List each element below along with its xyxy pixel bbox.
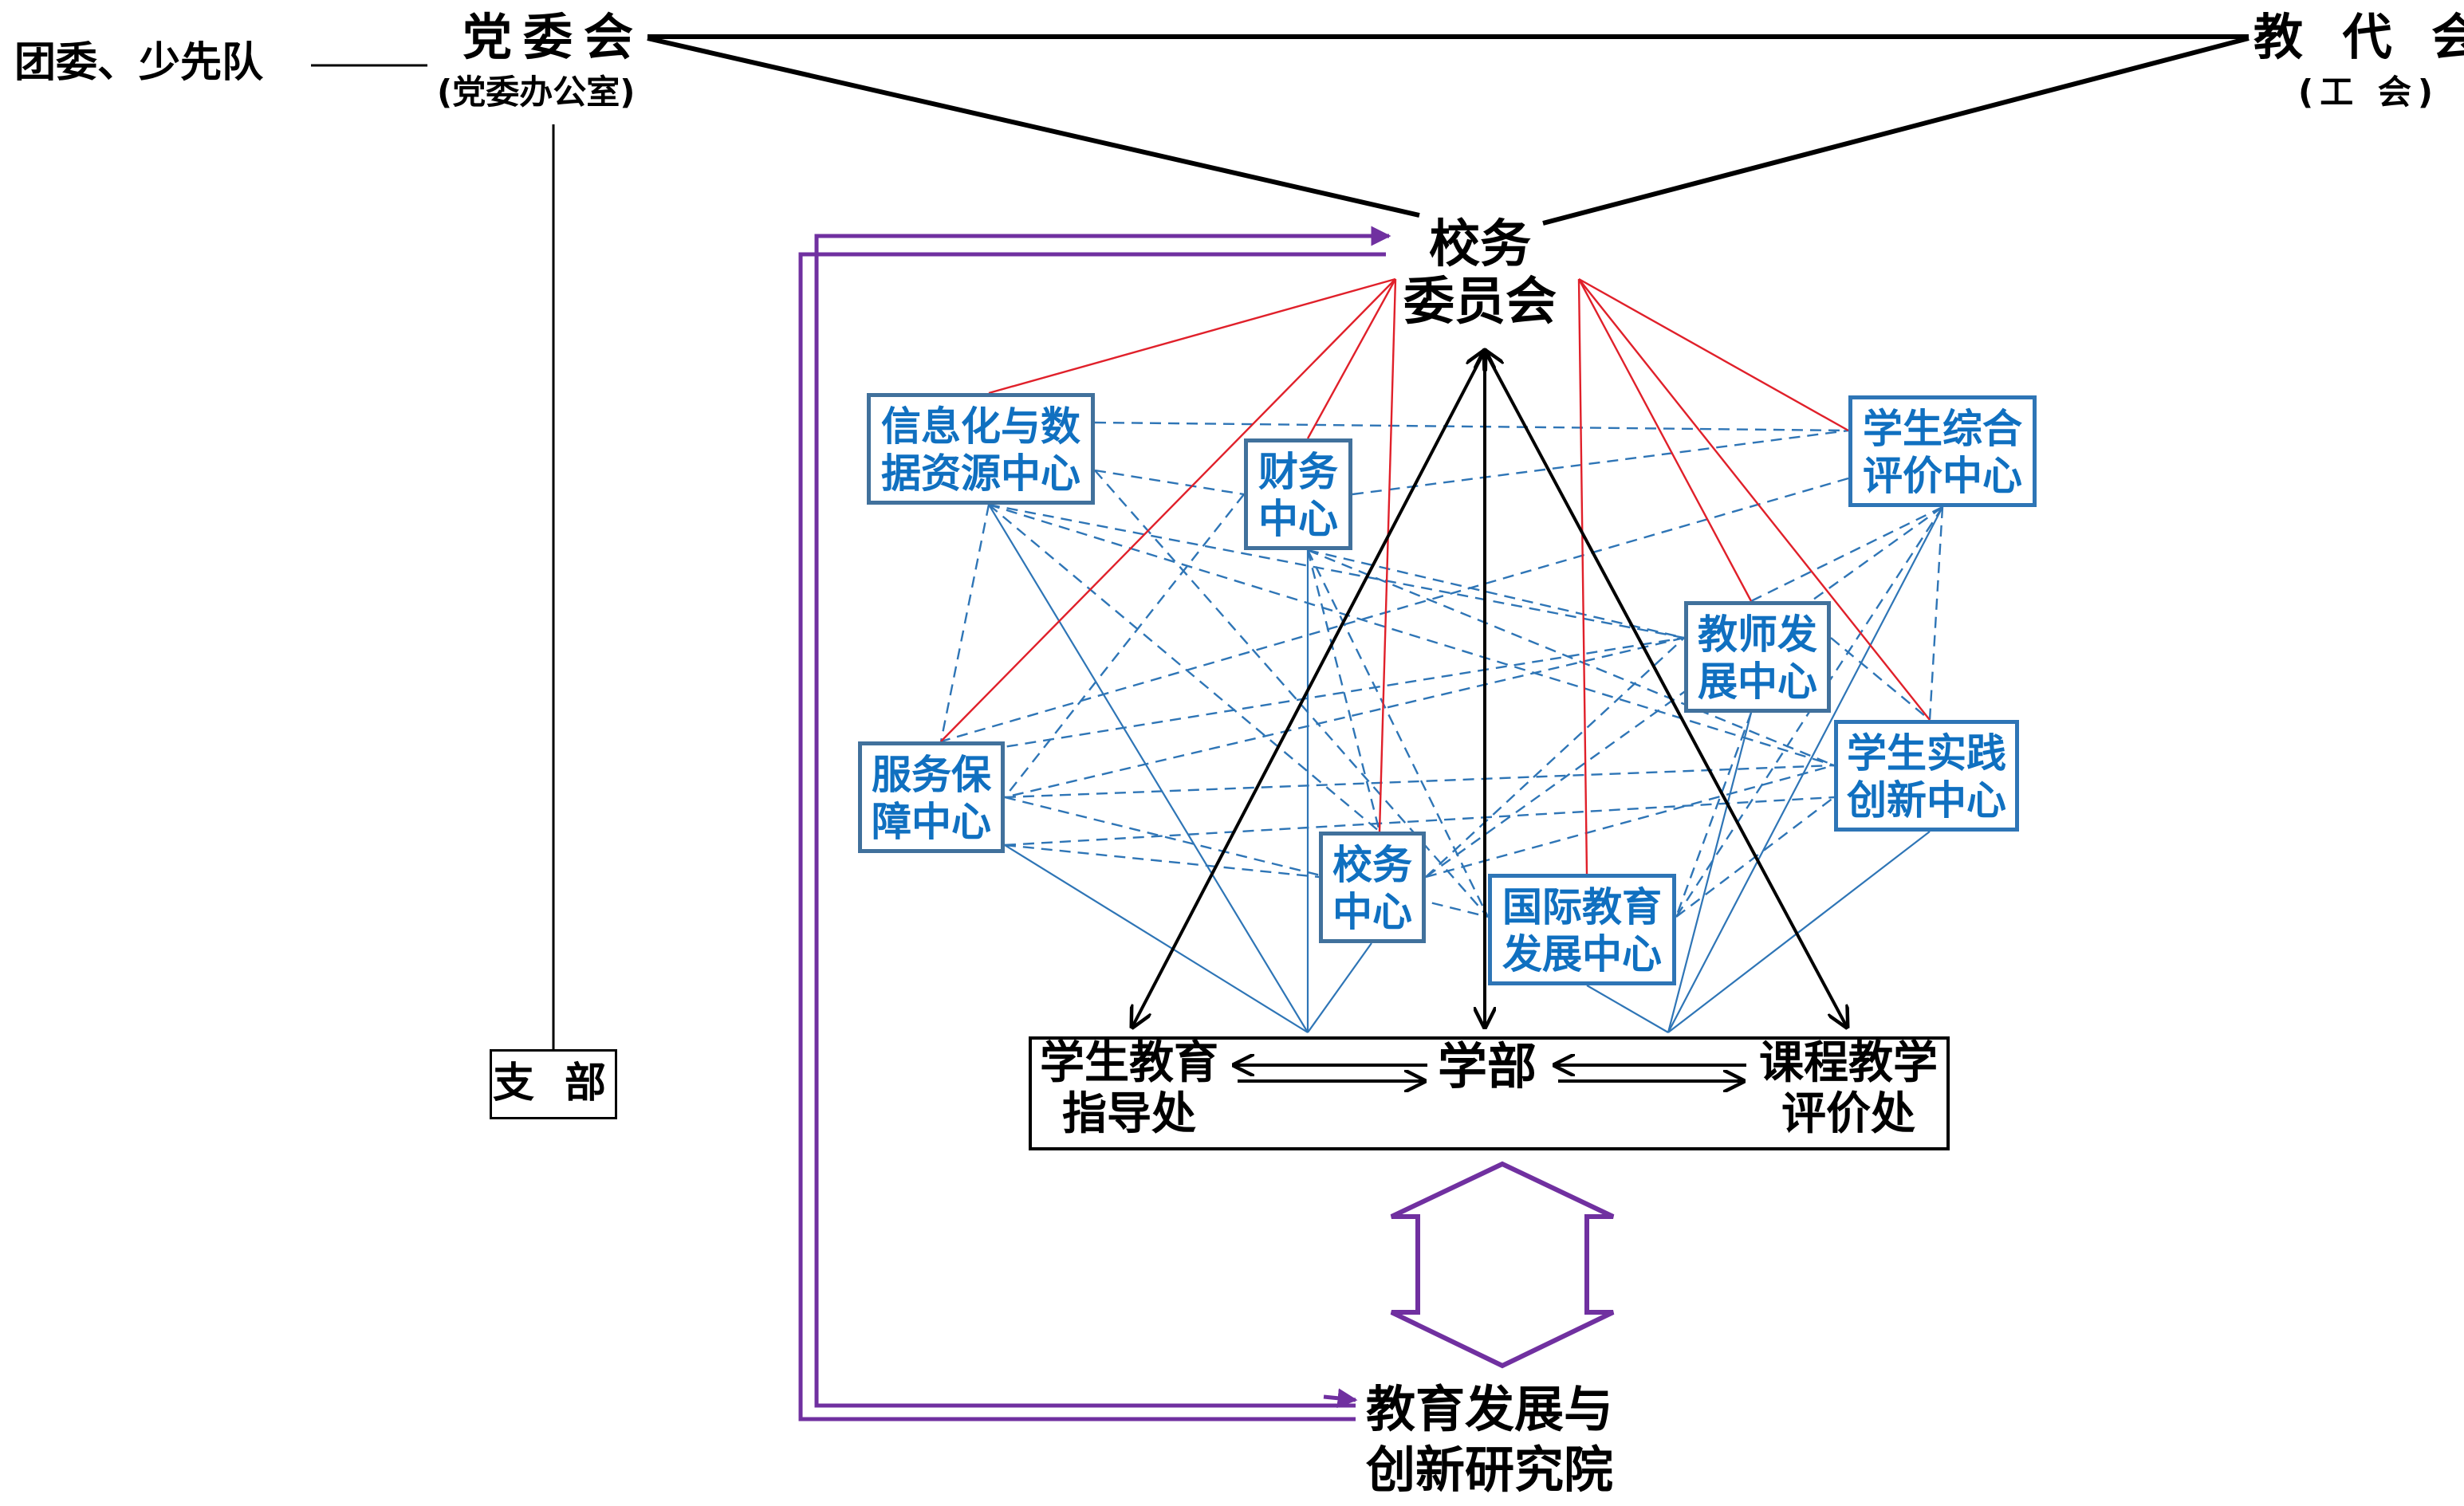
party-committee-link (647, 36, 1420, 218)
center-line: 信息化与数 (881, 403, 1080, 450)
center-intl-edu: 国际教育发展中心 (1488, 874, 1676, 985)
dashed-link (1004, 843, 1320, 879)
institute-line: 教育发展与 (1365, 1380, 1613, 1438)
operations-link (1667, 831, 1931, 1033)
center-line: 中心 (1332, 889, 1412, 935)
union-label: (工 会) (2298, 73, 2440, 112)
dashed-link (1307, 549, 1685, 639)
dashed-link (1675, 712, 1753, 918)
center-line: 学生综合 (1863, 406, 2022, 452)
center-line: 服务保 (872, 752, 991, 798)
party-office-label: (党委办公室) (437, 73, 636, 112)
committee-line2: 委员会 (1403, 272, 1557, 332)
committee-to-institute-link (798, 252, 1386, 1421)
center-line: 障中心 (872, 799, 991, 845)
center-line: 中心 (1258, 496, 1338, 542)
faculty-label: 学部 (1437, 1037, 1537, 1095)
committee-line1: 校务 (1429, 215, 1531, 274)
center-line: 国际教育 (1502, 884, 1662, 930)
dashed-link (1830, 637, 1931, 721)
committee-arrow (1485, 351, 1847, 1027)
center-student-eval: 学生综合评价中心 (1848, 395, 2037, 507)
center-line: 展中心 (1698, 659, 1817, 705)
committee-arrow (1132, 351, 1485, 1027)
dashed-link (1306, 549, 1381, 832)
dashed-link (1094, 469, 1245, 496)
staff-committee-link (1542, 36, 2249, 226)
curriculum-eval-office: 课程教学 评价处 (1753, 1037, 1944, 1141)
dashed-link (988, 636, 1685, 751)
operations-link (1667, 712, 1753, 1033)
operations-link (988, 504, 1309, 1033)
dashed-link (1928, 506, 1944, 721)
operations-link (1586, 985, 1669, 1033)
center-teacher-dev: 教师发展中心 (1684, 601, 1831, 713)
ops-line: 课程教学 (1759, 1037, 1938, 1089)
bidirectional-block-arrow (1390, 1161, 1615, 1369)
ops-line: 学生教育 (1040, 1037, 1218, 1089)
institute-line: 创新研究院 (1365, 1440, 1613, 1499)
center-service: 服务保障中心 (858, 741, 1005, 853)
dashed-link (1094, 421, 1849, 432)
branch-box: 支 部 (490, 1049, 617, 1119)
center-line: 校务 (1332, 842, 1412, 888)
institute-arrowhead (1323, 1388, 1358, 1409)
center-line: 教师发 (1698, 611, 1817, 658)
center-school-affairs: 校务中心 (1319, 832, 1426, 943)
center-line: 创新中心 (1847, 777, 2006, 824)
operations-link (1004, 844, 1309, 1033)
committee-link (1378, 278, 1397, 832)
dashed-link (1004, 493, 1245, 798)
operations-link (1307, 942, 1372, 1033)
institute-label: 教育发展与 创新研究院 (1346, 1379, 1633, 1500)
center-student-practice: 学生实践创新中心 (1834, 720, 2019, 832)
staff-congress-label: 教 代 会 (2253, 8, 2464, 66)
center-finance: 财务中心 (1244, 438, 1352, 550)
committee-link (988, 277, 1396, 395)
institute-to-committee-link (814, 226, 1391, 1408)
center-line: 据资源中心 (881, 450, 1080, 497)
center-line: 发展中心 (1502, 931, 1662, 977)
school-affairs-committee: 校务 委员会 (1403, 215, 1557, 332)
committee-link (1577, 278, 1588, 875)
center-line: 评价中心 (1863, 453, 2022, 499)
operations-box (1029, 1036, 1950, 1150)
committee-link (1306, 278, 1397, 439)
dashed-link (939, 504, 990, 742)
party-committee-label: 党委会 (462, 8, 645, 66)
ops-line: 评价处 (1781, 1088, 1915, 1141)
student-guidance-office: 学生教育 指导处 (1033, 1037, 1225, 1141)
center-line: 学生实践 (1847, 730, 2006, 777)
ops-line: 指导处 (1062, 1088, 1196, 1141)
dashed-link (1750, 505, 1943, 603)
center-line: 财务 (1258, 449, 1338, 495)
center-info-data: 信息化与数据资源中心 (867, 393, 1095, 505)
league-label: 团委、少先队 (14, 39, 264, 87)
